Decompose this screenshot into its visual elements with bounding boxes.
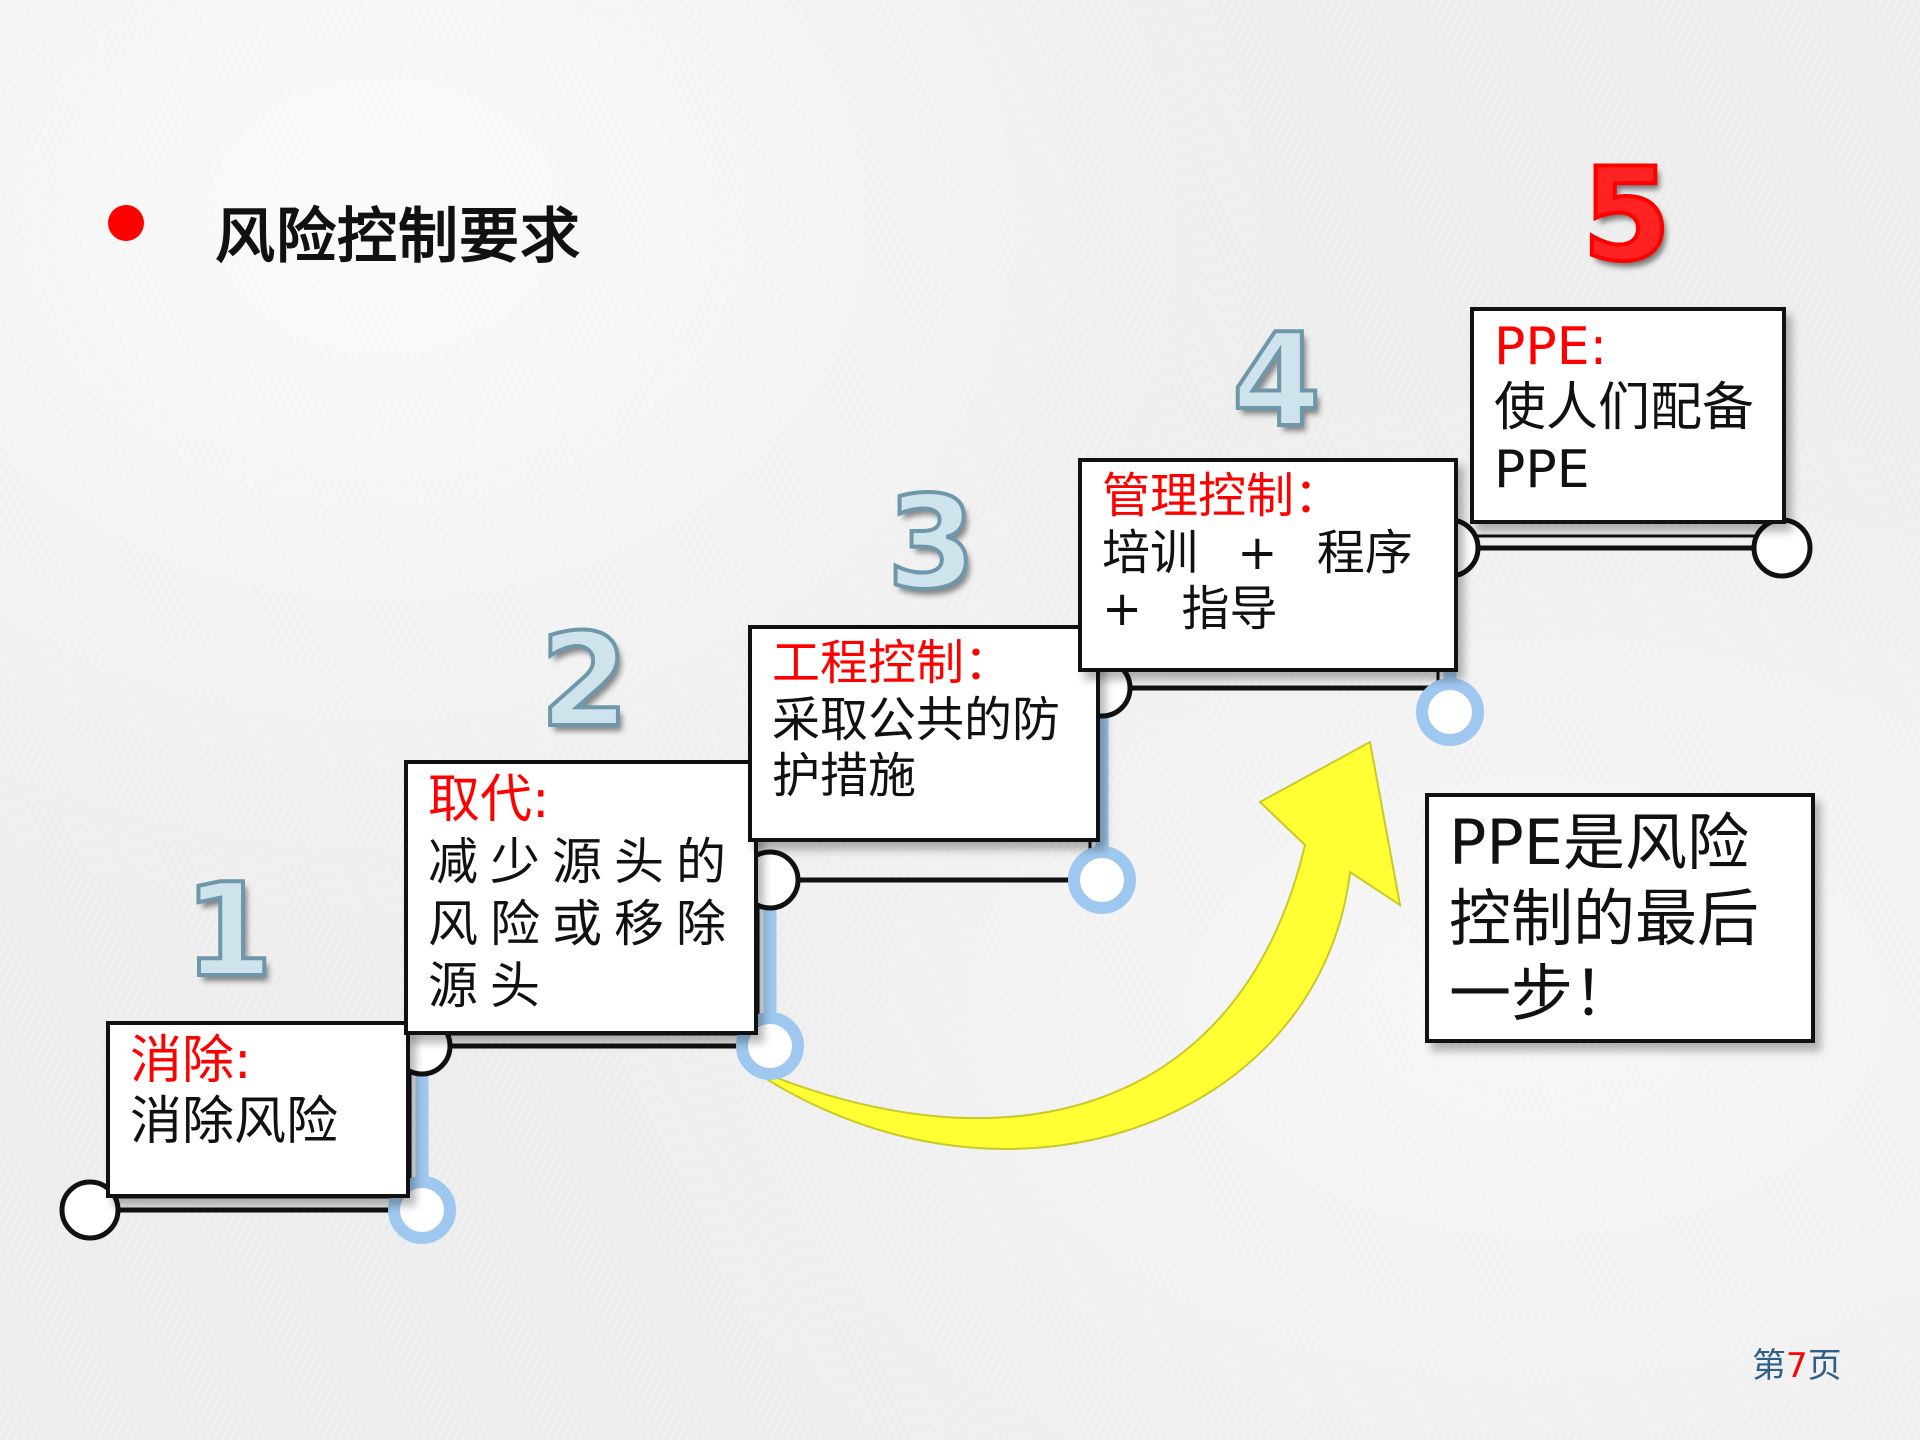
step-box-2: 取代: 减少源头的风险或移除源头: [404, 760, 758, 1035]
step-box-4: 管理控制： 培训 + 程序 + 指导: [1078, 458, 1458, 672]
step-number-5: 5: [1580, 141, 1673, 290]
step-number-1: 1: [182, 857, 275, 1006]
step-desc-5-line1: 使人们配备: [1494, 378, 1755, 439]
step-desc-5-line2: PPE: [1494, 439, 1590, 500]
step-desc-2: 减少源头的风险或移除源头: [428, 833, 738, 1016]
note-line-3: 一步！: [1449, 957, 1636, 1031]
step-number-2: 2: [538, 607, 631, 756]
step5-connector: [1450, 534, 1782, 551]
step-desc-4: 培训 + 程序 + 指导: [1102, 524, 1413, 638]
page-prefix: 第: [1752, 1346, 1786, 1386]
step-box-5: PPE: 使人们配备 PPE: [1470, 307, 1786, 524]
step-number-4: 4: [1230, 307, 1323, 456]
page-number: 第7页: [1752, 1338, 1842, 1387]
blue-ring-4: [1416, 678, 1484, 746]
step-desc-3: 采取公共的防护措施: [772, 691, 1061, 805]
blue-ring-3: [1068, 846, 1136, 914]
page-title: 风险控制要求: [215, 202, 581, 272]
step-desc-1: 消除风险: [130, 1092, 339, 1153]
node-circle-1: [59, 1179, 121, 1241]
step-box-1: 消除: 消除风险: [106, 1021, 410, 1198]
page-suffix: 页: [1807, 1346, 1842, 1386]
step-title-5: PPE:: [1494, 317, 1608, 377]
note-line-2: 控制的最后: [1449, 881, 1760, 955]
curved-arrow: [744, 740, 1402, 1150]
step-box-3: 工程控制： 采取公共的防护措施: [748, 625, 1100, 842]
node-circle-6: [1751, 517, 1813, 579]
step-title-1: 消除:: [130, 1031, 252, 1091]
step-title-2: 取代:: [428, 770, 550, 830]
step-title-4: 管理控制：: [1102, 468, 1343, 524]
step-number-3: 3: [885, 469, 978, 618]
ppe-note-box: PPE是风险 控制的最后 一步！: [1425, 793, 1815, 1043]
bullet-dot: [108, 205, 144, 241]
note-line-1: PPE是风险: [1449, 806, 1749, 879]
step-title-3: 工程控制：: [772, 635, 1013, 691]
page-number-value: 7: [1786, 1346, 1808, 1386]
